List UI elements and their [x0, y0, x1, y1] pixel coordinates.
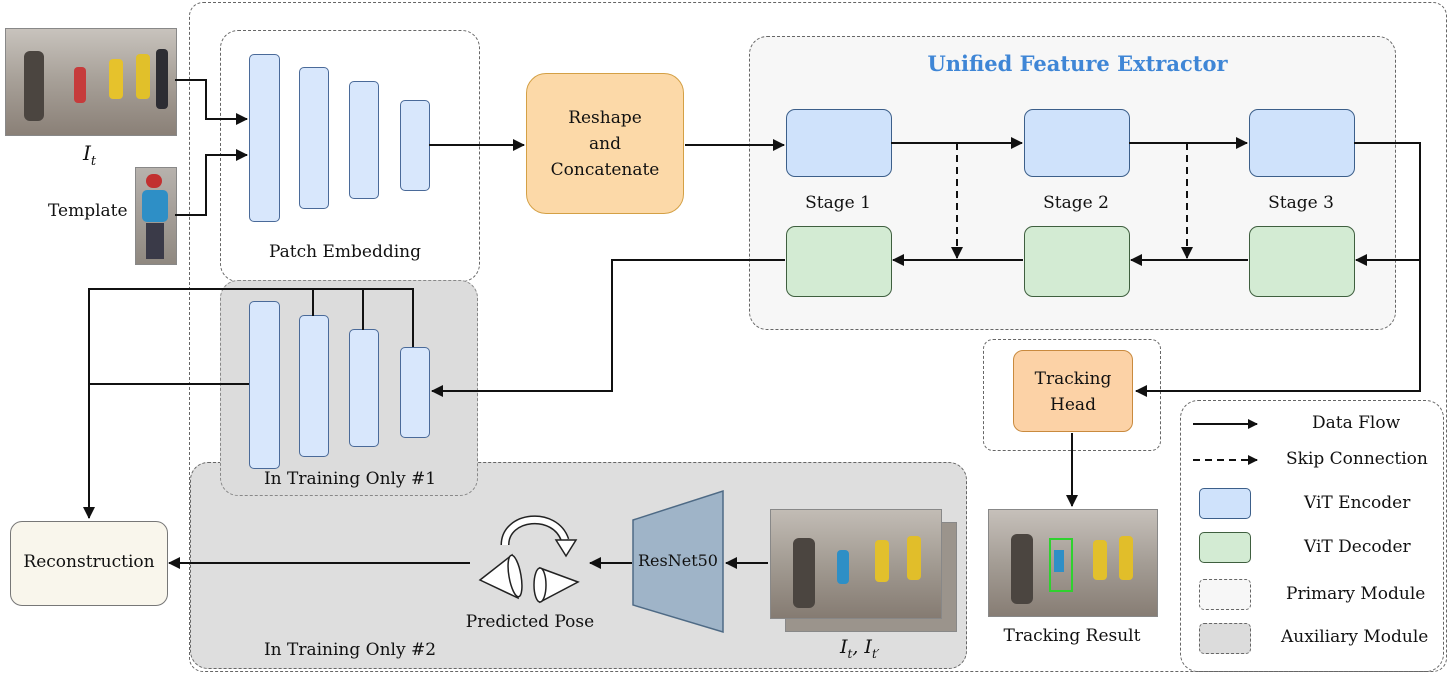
- reshape-line-3: Concatenate: [550, 160, 660, 180]
- legend-decoder-swatch: [1199, 532, 1251, 563]
- stage-2-label: Stage 2: [1043, 193, 1109, 213]
- legend-skip-connection: Skip Connection: [1286, 449, 1428, 469]
- decoder-stage-2: [1024, 226, 1130, 297]
- reconstruction-bar-4: [400, 347, 430, 438]
- reconstruction-bar-1: [249, 301, 280, 469]
- legend-encoder-swatch: [1199, 488, 1251, 519]
- reconstruction-bar-3: [349, 329, 379, 447]
- reshape-line-2: and: [589, 134, 621, 154]
- legend-vit-decoder: ViT Decoder: [1304, 537, 1411, 557]
- patch-embedding-bar-4: [400, 100, 430, 191]
- encoder-stage-1: [786, 109, 892, 177]
- stage-1-label: Stage 1: [805, 193, 871, 213]
- decoder-stage-1: [786, 226, 892, 297]
- template-image: [135, 167, 177, 265]
- reshape-concatenate-box: Reshape and Concatenate: [526, 73, 684, 214]
- reconstruction-bar-2: [299, 315, 329, 457]
- extractor-title: Unified Feature Extractor: [927, 51, 1228, 76]
- stage-3-label: Stage 3: [1268, 193, 1334, 213]
- legend-data-flow: Data Flow: [1312, 413, 1401, 433]
- reconstruction-box: Reconstruction: [10, 521, 168, 606]
- tracking-head-box: Tracking Head: [1013, 350, 1133, 432]
- patch-embedding-label: Patch Embedding: [268, 242, 422, 262]
- frame-label: It: [83, 141, 97, 169]
- legend-primary-swatch: [1199, 579, 1251, 610]
- legend-region: [1180, 400, 1444, 672]
- resnet50-label: ResNet50: [638, 551, 718, 570]
- encoder-stage-3: [1249, 109, 1355, 177]
- training-only-2-label: In Training Only #2: [263, 640, 437, 660]
- legend-vit-encoder: ViT Encoder: [1304, 493, 1411, 513]
- legend-auxiliary-module: Auxiliary Module: [1281, 627, 1429, 647]
- legend-auxiliary-swatch: [1199, 623, 1251, 654]
- frame-pair-image-front: [770, 509, 942, 619]
- frame-image: [5, 28, 177, 136]
- predicted-pose-label: Predicted Pose: [465, 612, 595, 632]
- training-only-1-label: In Training Only #1: [263, 469, 437, 489]
- tracking-result-label: Tracking Result: [1003, 626, 1141, 646]
- reshape-line-1: Reshape: [568, 108, 642, 128]
- encoder-stage-2: [1024, 109, 1130, 177]
- patch-embedding-bar-2: [299, 67, 329, 209]
- patch-embedding-bar-1: [249, 54, 280, 222]
- legend-primary-module: Primary Module: [1286, 584, 1426, 604]
- patch-embedding-bar-3: [349, 81, 379, 199]
- frame-pair-label: It, It′: [840, 636, 880, 661]
- tracking-head-line-1: Tracking: [1034, 369, 1112, 389]
- tracking-result-image: [988, 509, 1158, 617]
- decoder-stage-3: [1249, 226, 1355, 297]
- template-label: Template: [48, 201, 128, 221]
- tracking-head-line-2: Head: [1050, 395, 1096, 415]
